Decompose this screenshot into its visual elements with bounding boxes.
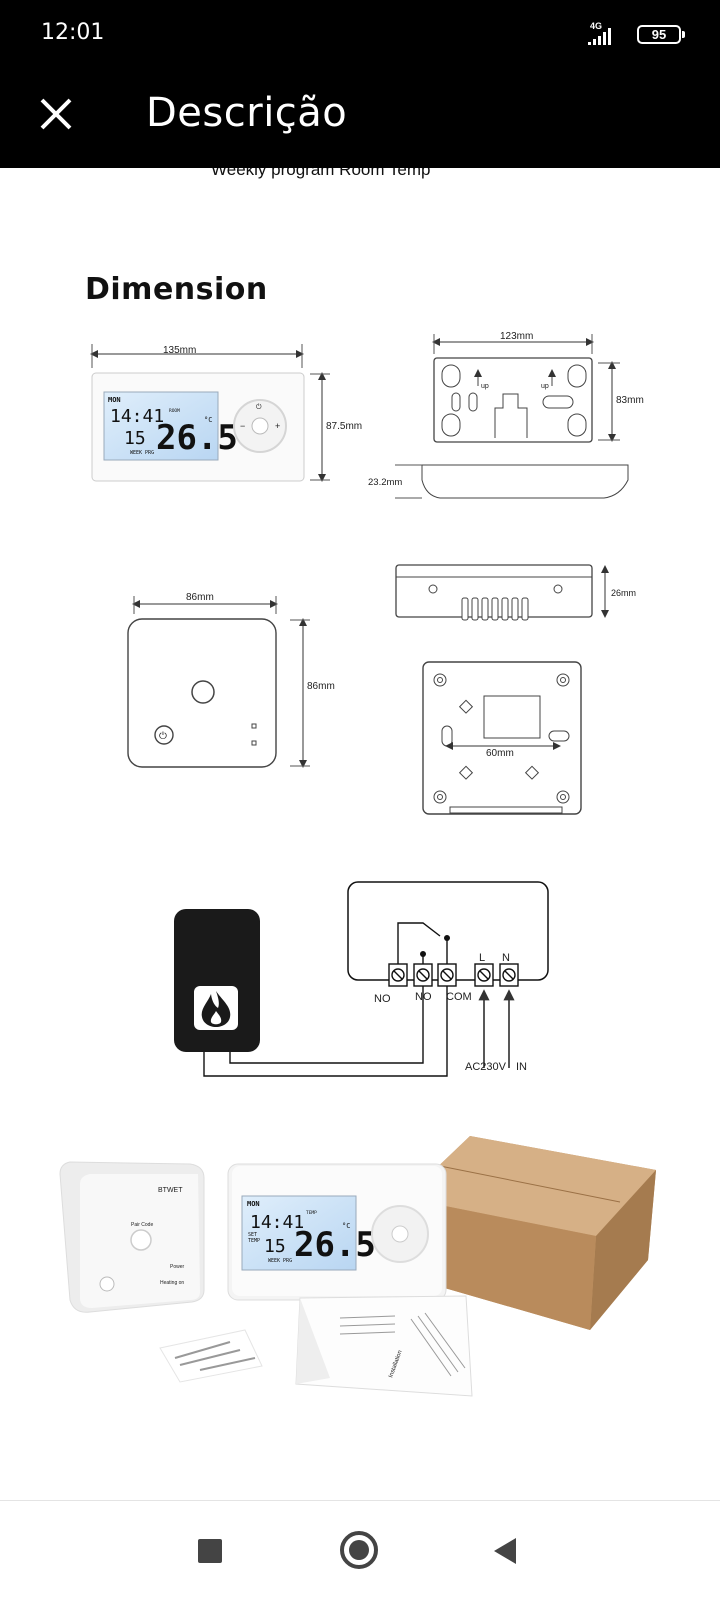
image-caption-cut: Weekly program Room Temp bbox=[211, 168, 431, 179]
network-type-label: 4G bbox=[590, 21, 603, 31]
receiver-width-label: 86mm bbox=[186, 592, 214, 603]
close-button[interactable] bbox=[36, 94, 76, 134]
photo-lcd-room-temp: 26.5 bbox=[294, 1225, 376, 1265]
product-photo: BTWET Pair Code Power Heating on MON 14:… bbox=[59, 1136, 656, 1397]
terminal-no2-label: NO bbox=[415, 991, 432, 1003]
recents-button[interactable] bbox=[198, 1539, 222, 1563]
battery-tip bbox=[682, 31, 685, 38]
svg-text:up: up bbox=[541, 383, 549, 390]
svg-text:⏻: ⏻ bbox=[159, 731, 167, 742]
heating-on-label: Heating on bbox=[160, 1280, 184, 1286]
close-icon bbox=[40, 98, 72, 130]
photo-lcd-temp-label: TEMP bbox=[248, 1238, 260, 1244]
dimension-heading: Dimension bbox=[85, 272, 268, 307]
status-bar: 12:01 4G 95 bbox=[0, 0, 720, 68]
depth-label: 23.2mm bbox=[368, 477, 402, 488]
photo-lcd-week-prg: WEEK PRG bbox=[268, 1258, 292, 1264]
status-time: 12:01 bbox=[41, 20, 105, 45]
receiver-height-label: 86mm bbox=[307, 681, 335, 692]
battery-icon: 95 bbox=[637, 25, 681, 44]
back-button[interactable] bbox=[494, 1538, 516, 1564]
front-height-label: 87.5mm bbox=[326, 421, 362, 432]
lcd-room-label: ROOM bbox=[169, 408, 180, 414]
supply-in-label: IN bbox=[516, 1061, 527, 1073]
technical-drawings: 135mm MON 14:41 15 26.5 °C WEEK PRG ROOM… bbox=[59, 331, 656, 1397]
svg-text:+: + bbox=[275, 421, 280, 431]
circle-icon bbox=[349, 1540, 369, 1560]
pair-code-label: Pair Code bbox=[131, 1222, 153, 1228]
lcd-room-temp: 26.5 bbox=[156, 418, 238, 458]
svg-text:−: − bbox=[240, 421, 245, 431]
lcd-set-temp: 15 bbox=[124, 428, 146, 449]
home-button[interactable] bbox=[340, 1531, 378, 1569]
thermostat-backplate-drawing: 123mm up up 83mm 23.2mm bbox=[368, 331, 644, 499]
photo-lcd-day: MON bbox=[247, 1200, 260, 1208]
battery-level: 95 bbox=[651, 27, 667, 42]
lcd-clock: 14:41 bbox=[110, 406, 164, 427]
terminal-no1-label: NO bbox=[374, 993, 391, 1005]
signal-icon bbox=[588, 28, 611, 45]
svg-text:⏻: ⏻ bbox=[256, 403, 262, 411]
lcd-day: MON bbox=[108, 396, 121, 404]
photo-lcd-clock: 14:41 bbox=[250, 1212, 304, 1233]
receiver-front-drawing: 86mm ⏻ 86mm bbox=[127, 592, 335, 768]
terminal-com-label: COM bbox=[446, 991, 472, 1003]
photo-lcd-temp-label2: TEMP bbox=[306, 1210, 317, 1216]
product-description-image[interactable]: Weekly program Room Temp Dimension 135mm… bbox=[0, 168, 720, 1500]
back-height-label: 83mm bbox=[616, 395, 644, 406]
lcd-week-prg: WEEK PRG bbox=[130, 450, 154, 456]
receiver-depth-label: 26mm bbox=[611, 588, 636, 598]
supply-label: AC230V bbox=[465, 1061, 507, 1073]
terminal-n-label: N bbox=[502, 952, 510, 964]
page-title: Descrição bbox=[146, 90, 348, 136]
hole-spacing-label: 60mm bbox=[486, 748, 514, 759]
photo-lcd-set-label: SET bbox=[248, 1232, 257, 1238]
front-width-label: 135mm bbox=[163, 345, 196, 356]
lcd-unit: °C bbox=[204, 416, 212, 424]
thermostat-front-drawing: 135mm MON 14:41 15 26.5 °C WEEK PRG ROOM… bbox=[90, 344, 362, 482]
brand-label: BTWET bbox=[158, 1187, 183, 1194]
terminal-l-label: L bbox=[479, 952, 485, 964]
app-bar: Descrição bbox=[0, 68, 720, 168]
photo-lcd-set-temp: 15 bbox=[264, 1236, 286, 1257]
svg-text:up: up bbox=[481, 383, 489, 390]
power-label: Power bbox=[170, 1264, 185, 1270]
back-width-label: 123mm bbox=[500, 331, 533, 342]
wiring-diagram: NO NO COM L N AC230V IN bbox=[174, 881, 549, 1077]
receiver-side-back-drawing: 26mm 60mm bbox=[395, 564, 636, 815]
photo-lcd-unit: °C bbox=[342, 1222, 350, 1230]
system-nav-bar bbox=[0, 1500, 720, 1600]
